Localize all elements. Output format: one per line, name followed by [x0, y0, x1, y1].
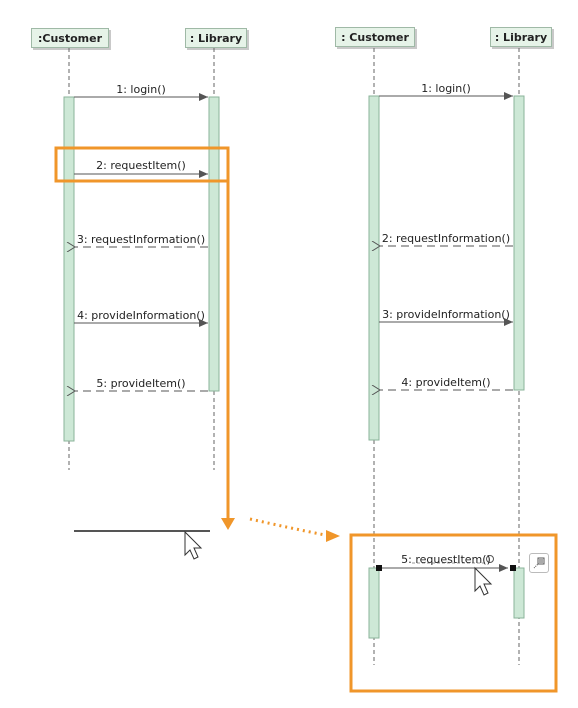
left-customer-activation[interactable]	[63, 96, 75, 442]
left-message-5-label[interactable]: 5: provideItem()	[96, 377, 186, 390]
right-message-1-label[interactable]: 1: login()	[421, 82, 471, 95]
left-message-2-label[interactable]: 2: requestItem()	[96, 159, 186, 172]
right-customer-activation[interactable]	[368, 95, 380, 441]
right-message-2-label[interactable]: 2: requestInformation()	[381, 232, 511, 245]
message-5-end-handle[interactable]	[510, 565, 516, 571]
drop-direction-arrow	[249, 517, 326, 537]
left-message-4-label[interactable]: 4: provideInformation()	[77, 309, 205, 322]
message-5-label-handle[interactable]	[486, 555, 494, 563]
drop-direction-arrowhead	[326, 530, 340, 542]
right-message-5-label[interactable]: 5: requestItem()	[401, 553, 491, 566]
mouse-pointer-icon	[184, 530, 203, 560]
mouse-pointer-icon	[474, 566, 493, 596]
left-message-3-label[interactable]: 3: requestInformation()	[76, 233, 206, 246]
note-button[interactable]	[529, 553, 549, 573]
message-5-start-handle[interactable]	[376, 565, 382, 571]
left-customer-lifeline-head[interactable]: :Customer	[31, 28, 109, 48]
right-library-activation-2[interactable]	[513, 567, 525, 619]
right-customer-activation-2[interactable]	[368, 567, 380, 639]
left-library-lifeline-head[interactable]: : Library	[185, 28, 247, 48]
left-message-1-label[interactable]: 1: login()	[116, 83, 166, 96]
right-library-activation[interactable]	[513, 95, 525, 391]
highlight-selection-box	[54, 146, 230, 183]
right-message-4-label[interactable]: 4: provideItem()	[401, 376, 491, 389]
right-customer-lifeline-head[interactable]: : Customer	[335, 27, 415, 47]
left-library-activation[interactable]	[208, 96, 220, 392]
right-library-lifeline-head[interactable]: : Library	[490, 27, 552, 47]
right-message-3-label[interactable]: 3: provideInformation()	[382, 308, 510, 321]
note-icon	[533, 557, 545, 569]
drop-target-box	[349, 533, 558, 693]
drag-path-arrowhead	[221, 518, 235, 530]
